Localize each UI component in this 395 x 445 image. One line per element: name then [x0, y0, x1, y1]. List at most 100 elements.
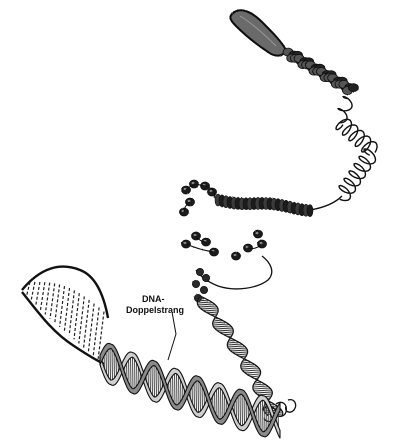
bead-highlight — [246, 246, 249, 248]
base-pair — [132, 355, 133, 391]
nucleosome-beads — [180, 180, 267, 260]
base-pair — [257, 380, 258, 381]
base-pair-rung — [84, 300, 90, 348]
base-pair — [242, 362, 250, 363]
base-pair — [176, 371, 177, 407]
base-pair-rung — [36, 282, 40, 306]
base-pair — [255, 392, 272, 393]
base-pair — [198, 304, 215, 305]
nucleosome-bead — [200, 286, 207, 293]
base-pair — [242, 392, 243, 428]
base-pair — [200, 380, 201, 414]
base-pair — [228, 348, 246, 349]
base-pair — [244, 394, 245, 427]
base-pair — [241, 368, 259, 369]
base-pair — [112, 347, 113, 383]
base-pair — [228, 346, 245, 347]
base-pair — [253, 388, 270, 389]
bead-highlight — [260, 242, 263, 244]
base-pair — [253, 386, 267, 387]
base-pair — [241, 364, 254, 365]
base-pair-rung — [79, 296, 85, 343]
base-pair-rung — [45, 283, 50, 315]
base-pair — [200, 308, 218, 309]
label-line-2: Doppelstrang — [126, 305, 184, 315]
base-pair — [257, 394, 272, 395]
base-pair — [262, 398, 263, 434]
linker-dna — [196, 256, 272, 289]
base-pair — [227, 344, 241, 345]
base-pair — [198, 379, 199, 415]
chromatid-shape — [230, 10, 286, 55]
label-pointer-line — [168, 312, 176, 360]
chromatin-loop — [348, 84, 358, 92]
ladder-backbone-top — [22, 267, 108, 318]
base-pair — [213, 324, 229, 325]
base-pair — [108, 347, 109, 380]
base-pair-rung — [50, 283, 55, 318]
base-pair-rung — [60, 286, 65, 327]
base-pair-rung — [40, 282, 44, 310]
base-pair-rung — [69, 290, 74, 335]
solenoid-turn — [307, 205, 313, 217]
base-pair — [244, 372, 261, 373]
bead-highlight — [184, 242, 187, 244]
nucleosome-bead — [232, 252, 241, 260]
base-pair — [214, 320, 222, 321]
base-pair — [241, 366, 257, 367]
base-pair — [174, 371, 175, 405]
base-pair — [260, 399, 261, 431]
bead-linker — [184, 185, 262, 252]
base-pair — [217, 330, 234, 331]
base-pair-rung — [31, 282, 35, 302]
base-pair — [198, 306, 216, 307]
label-line-1: DNA- — [142, 294, 165, 304]
solenoid-fiber — [215, 194, 313, 217]
nucleosome-bead — [196, 268, 203, 275]
base-pair — [238, 393, 239, 425]
base-pair — [216, 387, 217, 418]
base-pair — [228, 342, 238, 343]
nucleosome-bead — [254, 230, 263, 238]
bead-highlight — [234, 254, 237, 256]
dna-ladder-section — [22, 267, 108, 364]
base-pair — [197, 302, 211, 303]
bead-highlight — [192, 182, 195, 184]
base-pair — [220, 386, 221, 422]
nucleosome-bead — [192, 280, 199, 287]
base-pair — [152, 363, 153, 397]
coil-segment — [339, 149, 375, 201]
bead-highlight — [194, 234, 197, 236]
base-pair — [218, 386, 219, 421]
base-pair — [110, 346, 111, 382]
bead-highlight — [256, 232, 259, 234]
condensed-chromatin — [283, 48, 358, 95]
base-pair — [213, 326, 231, 327]
fiber-link — [310, 196, 342, 210]
base-pair — [254, 384, 265, 385]
coiled-fiber — [310, 97, 377, 210]
base-pair-rung — [93, 308, 99, 356]
base-pair — [154, 363, 155, 399]
base-pair — [230, 350, 248, 351]
base-pair-rung — [88, 304, 94, 352]
bead-highlight — [188, 200, 191, 202]
base-pair-rung — [55, 285, 60, 323]
base-pair — [222, 387, 223, 421]
base-pair — [240, 392, 241, 427]
base-pair — [213, 322, 225, 323]
base-pair — [178, 373, 179, 408]
base-pair-rung — [64, 288, 69, 331]
base-pair — [130, 355, 131, 388]
base-pair — [254, 390, 272, 391]
double-helix-main — [100, 343, 280, 438]
base-pair — [156, 364, 157, 399]
base-pair — [242, 370, 260, 371]
base-pair — [134, 356, 135, 391]
base-pair-rung — [74, 293, 79, 339]
base-pair — [264, 398, 265, 434]
bead-highlight — [210, 190, 213, 192]
base-pair — [215, 328, 233, 329]
coil-segment — [336, 119, 377, 152]
